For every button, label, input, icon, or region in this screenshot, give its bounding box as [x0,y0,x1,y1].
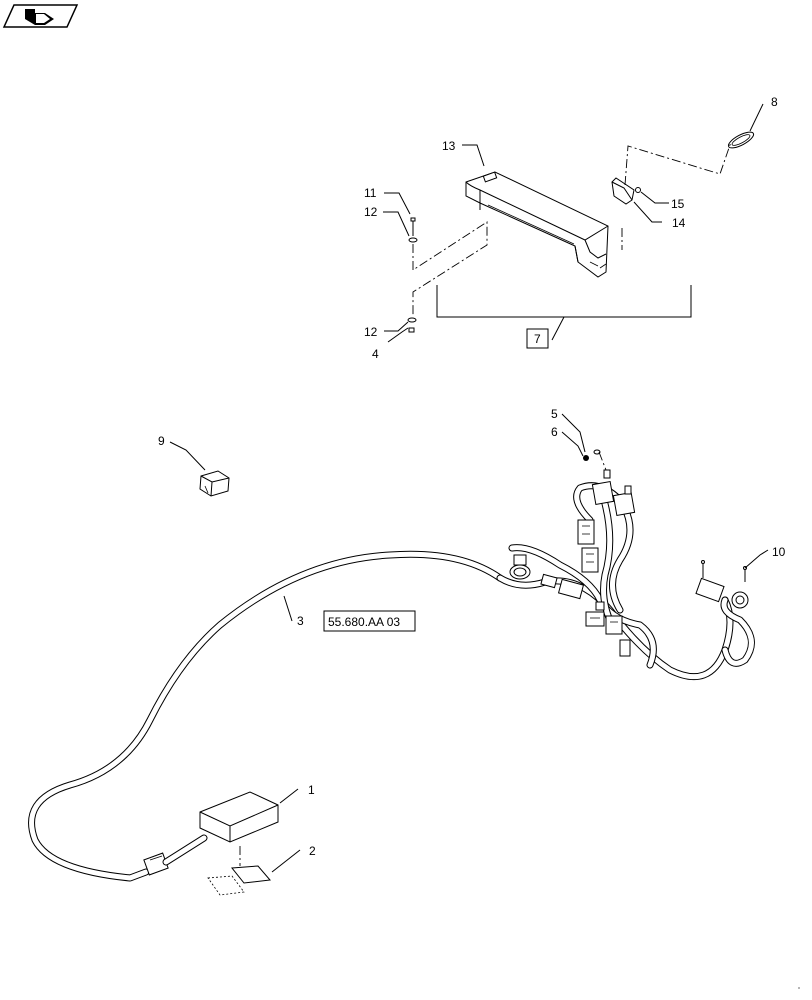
callout-4: 4 [372,347,379,361]
nut-4 [407,317,417,333]
navigation-icon[interactable] [2,4,79,28]
label-plate-2 [207,846,271,896]
callout-2: 2 [309,844,316,858]
connector-plug-1 [540,573,585,600]
callout-box-7 [526,328,549,349]
callout-15: 15 [671,197,685,211]
connector-cluster [585,601,631,657]
armrest-assembly [407,131,755,349]
callout-1: 1 [308,783,315,797]
reference-box[interactable] [323,610,416,632]
control-module-1 [162,791,279,866]
connector-10 [695,560,749,609]
grommet-connector [509,554,531,580]
callout-7: 7 [534,332,541,346]
bolt-11 [408,217,418,243]
relay-1 [591,469,636,516]
nut-5-6 [583,449,607,471]
wiring-harness-3 [28,449,755,882]
strap-8 [727,131,755,149]
callout-6: 6 [551,425,558,439]
bracket-14 [611,177,641,205]
callout-5: 5 [551,407,558,421]
callout-14: 14 [672,216,686,230]
callout-3: 3 [297,614,304,628]
callout-8: 8 [771,95,778,109]
callout-12-bottom: 12 [364,325,378,339]
connector-block-1 [577,519,599,573]
stray-dot [798,987,800,989]
callout-9: 9 [158,434,165,448]
callout-13: 13 [442,139,456,153]
callout-10: 10 [772,545,786,559]
switch-9 [199,470,230,497]
screw-15 [635,187,641,193]
callout-11: 11 [364,186,377,200]
reference-label[interactable]: 55.680.AA 03 [328,615,400,629]
leader-lines [169,103,769,873]
armrest-panel-13 [465,171,609,278]
washer-12 [408,237,418,243]
callout-12-top: 12 [364,205,378,219]
